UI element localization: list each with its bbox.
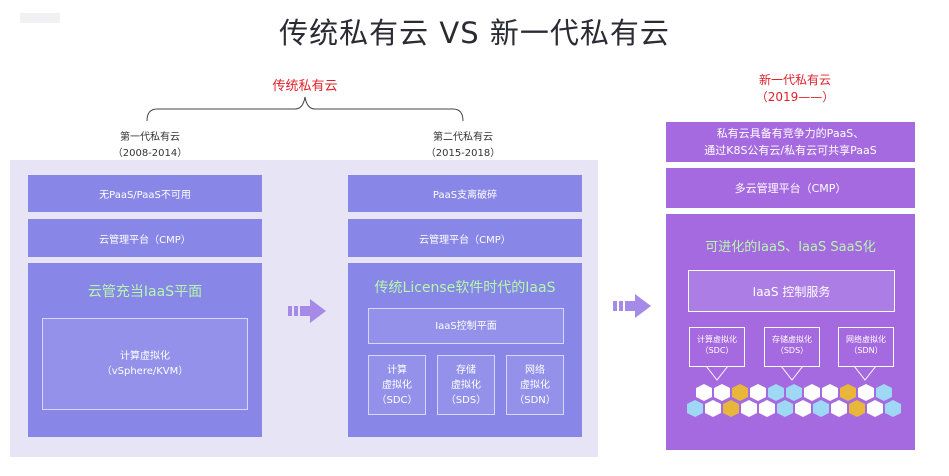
newgen-sdn-line1: 网络虚拟化	[846, 335, 886, 344]
hex-row-bottom	[687, 400, 901, 417]
hex-cell	[777, 400, 793, 417]
gen2-sdc-line2: 虚拟化	[382, 379, 412, 391]
gen2-control-plane: IaaS控制平面	[368, 308, 564, 344]
gen2-iaas-panel: 传统License软件时代的IaaS IaaS控制平面 计算 虚拟化 （SDC）…	[348, 263, 582, 437]
gen1-iaas-panel: 云管充当IaaS平面 计算虚拟化 （vSphere/KVM）	[28, 263, 262, 437]
hex-cell	[840, 384, 856, 401]
gen1-cmp-box: 云管理平台（CMP）	[28, 219, 262, 257]
gen2-years: （2015-2018）	[425, 148, 501, 159]
hex-cell	[705, 400, 721, 417]
gen2-sds-box: 存储 虚拟化 （SDS）	[437, 355, 495, 415]
hex-cell	[741, 400, 757, 417]
hex-cell	[786, 384, 802, 401]
gen2-sds-line2: 虚拟化	[451, 379, 481, 391]
gen2-sds-line3: （SDS）	[445, 394, 487, 406]
gen2-name: 第二代私有云	[433, 132, 493, 143]
newgen-sdn-callout: 网络虚拟化 （SDN）	[838, 327, 894, 367]
corner-decoration	[20, 13, 60, 23]
arrow-right-icon	[613, 294, 651, 318]
traditional-label: 传统私有云	[272, 79, 338, 94]
gen2-sdc-line1: 计算	[387, 364, 407, 376]
newgen-sds-callout: 存储虚拟化 （SDS）	[764, 327, 820, 367]
gen1-compute-line2: （vSphere/KVM）	[101, 366, 189, 377]
gen1-compute-box: 计算虚拟化 （vSphere/KVM）	[42, 318, 248, 410]
newgen-paas-line1: 私有云具备有竞争力的PaaS、	[716, 127, 865, 140]
hex-cell	[849, 400, 865, 417]
hex-cell	[822, 384, 838, 401]
hex-cell	[831, 400, 847, 417]
hex-row-top	[696, 384, 892, 401]
hex-cell	[723, 400, 739, 417]
newgen-control-service: IaaS 控制服务	[688, 270, 895, 312]
callout-pointers	[705, 366, 877, 381]
hexagon-grid	[687, 384, 901, 417]
gen2-cmp-box: 云管理平台（CMP）	[348, 219, 582, 257]
gen1-header: 第一代私有云 （2008-2014）	[85, 130, 215, 162]
hex-cell	[750, 384, 766, 401]
hex-cell	[759, 400, 775, 417]
newgen-sdn-line2: （SDN）	[849, 346, 883, 355]
hex-cell	[813, 400, 829, 417]
newgen-sdc-line2: （SDC）	[700, 346, 734, 355]
gen1-paas-box: 无PaaS/PaaS不可用	[28, 175, 262, 212]
gen1-name: 第一代私有云	[120, 132, 180, 143]
newgen-iaas-panel: 可进化的IaaS、IaaS SaaS化 IaaS 控制服务 计算虚拟化 （SDC…	[666, 214, 915, 450]
newgen-paas-line2: 通过K8S公有云/私有云可共享PaaS	[704, 144, 877, 157]
gen1-iaas-title: 云管充当IaaS平面	[87, 284, 203, 300]
hex-cell	[867, 400, 883, 417]
gen2-sdn-line2: 虚拟化	[520, 379, 550, 391]
gen2-sds-line1: 存储	[456, 364, 476, 376]
gen2-sdc-box: 计算 虚拟化 （SDC）	[368, 355, 426, 415]
gen2-paas-box: PaaS支离破碎	[348, 175, 582, 212]
hex-cell	[714, 384, 730, 401]
newgen-sdc-line1: 计算虚拟化	[697, 335, 737, 344]
gen2-sdc-line3: （SDC）	[376, 394, 418, 406]
hex-cell	[885, 400, 901, 417]
newgen-label: 新一代私有云	[758, 73, 831, 87]
newgen-iaas-title: 可进化的IaaS、IaaS SaaS化	[705, 240, 876, 255]
arrow-right-icon	[288, 299, 326, 323]
hex-cell	[732, 384, 748, 401]
gen2-sdn-line3: （SDN）	[514, 394, 556, 406]
gen2-sdn-box: 网络 虚拟化 （SDN）	[506, 355, 564, 415]
newgen-header: 新一代私有云 （2019——）	[715, 72, 875, 106]
hex-cell	[696, 384, 712, 401]
newgen-sds-line2: （SDS）	[775, 346, 809, 355]
hex-cell	[876, 384, 892, 401]
hex-cell	[687, 400, 703, 417]
newgen-years: （2019——）	[755, 90, 835, 104]
hex-cell	[768, 384, 784, 401]
gen1-years: （2008-2014）	[112, 148, 188, 159]
gen2-header: 第二代私有云 （2015-2018）	[398, 130, 528, 162]
gen1-compute-line1: 计算虚拟化	[120, 351, 170, 362]
gen2-iaas-title: 传统License软件时代的IaaS	[374, 280, 556, 296]
gen2-sdn-line1: 网络	[525, 364, 545, 376]
newgen-paas-box: 私有云具备有竞争力的PaaS、 通过K8S公有云/私有云可共享PaaS	[666, 122, 915, 162]
newgen-sdc-callout: 计算虚拟化 （SDC）	[689, 327, 745, 367]
traditional-brace	[146, 96, 464, 122]
hex-cell	[858, 384, 874, 401]
hex-cell	[804, 384, 820, 401]
newgen-cmp-box: 多云管理平台（CMP）	[666, 168, 915, 208]
page-title: 传统私有云 VS 新一代私有云	[279, 16, 670, 50]
hex-cell	[795, 400, 811, 417]
newgen-sds-line1: 存储虚拟化	[772, 335, 812, 344]
